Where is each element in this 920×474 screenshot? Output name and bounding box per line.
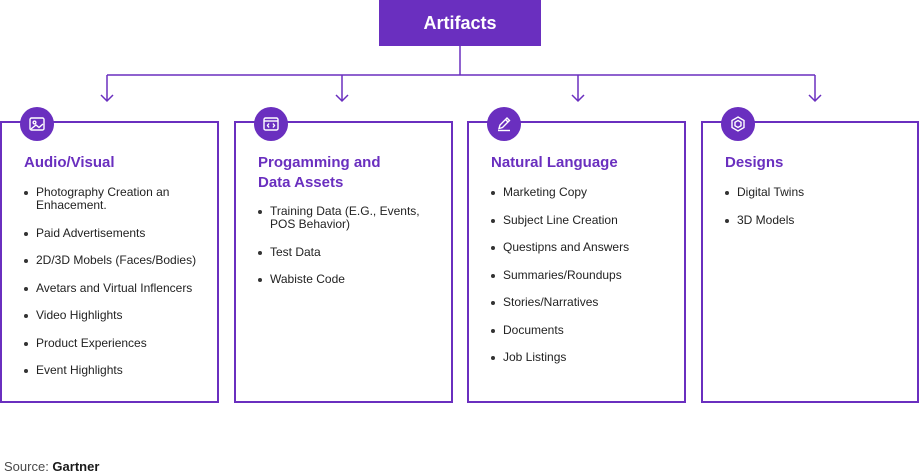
code-window-icon (254, 107, 288, 141)
list-item: Job Listings (491, 351, 674, 364)
list-item: Video Highlights (24, 309, 207, 322)
arrowhead-designs (808, 94, 822, 103)
category-card-audio-visual: Audio/Visual Photography Creation an Enh… (0, 107, 219, 403)
list-item: Documents (491, 323, 674, 337)
category-card-programming-data-assets: Progamming and Data Assets Training Data… (234, 107, 453, 403)
category-title: Audio/Visual (24, 154, 115, 171)
source-prefix: Source: (4, 459, 53, 474)
list-item: 2D/3D Mobels (Faces/Bodies) (24, 254, 207, 267)
category-title: Designs (725, 154, 784, 171)
arrowhead-audio-visual (100, 94, 114, 103)
list-item: Digital Twins (725, 186, 907, 199)
list-item: Summaries/Roundups (491, 268, 674, 282)
list-item: Wabiste Code (258, 273, 441, 286)
arrowhead-natural-language (571, 94, 585, 103)
source-credit: Source: Gartner (4, 459, 99, 474)
category-card-designs: Designs Digital Twins 3D Models (701, 107, 919, 403)
image-icon (20, 107, 54, 141)
category-item-list: Training Data (E.G., Events, POS Behavio… (258, 205, 441, 301)
source-brand: Gartner (52, 459, 100, 474)
category-card-natural-language: Natural Language Marketing Copy Subject … (467, 107, 686, 403)
list-item: Subject Line Creation (491, 213, 674, 227)
category-item-list: Marketing Copy Subject Line Creation Que… (491, 186, 674, 379)
arrowhead-programming (335, 94, 349, 103)
category-item-list: Digital Twins 3D Models (725, 186, 907, 241)
list-item: Marketing Copy (491, 186, 674, 199)
root-node-artifacts: Artifacts (379, 0, 541, 46)
pen-icon (487, 107, 521, 141)
list-item: Stories/Narratives (491, 296, 674, 309)
list-item: Photography Creation an Enhacement. (24, 186, 207, 212)
design-cube-icon (721, 107, 755, 141)
category-item-list: Photography Creation an Enhacement. Paid… (24, 186, 207, 392)
list-item: Product Experiences (24, 336, 207, 350)
list-item: Avetars and Virtual Inflencers (24, 281, 207, 295)
category-title: Natural Language (491, 154, 618, 171)
list-item: Training Data (E.G., Events, POS Behavio… (258, 205, 420, 231)
list-item: Questipns and Answers (491, 241, 674, 254)
list-item: Paid Advertisements (24, 226, 207, 240)
list-item: Test Data (258, 245, 441, 259)
list-item: Event Highlights (24, 364, 207, 377)
root-label: Artifacts (423, 12, 497, 33)
list-item: 3D Models (725, 213, 907, 227)
category-title: Progamming and Data Assets (258, 154, 381, 191)
